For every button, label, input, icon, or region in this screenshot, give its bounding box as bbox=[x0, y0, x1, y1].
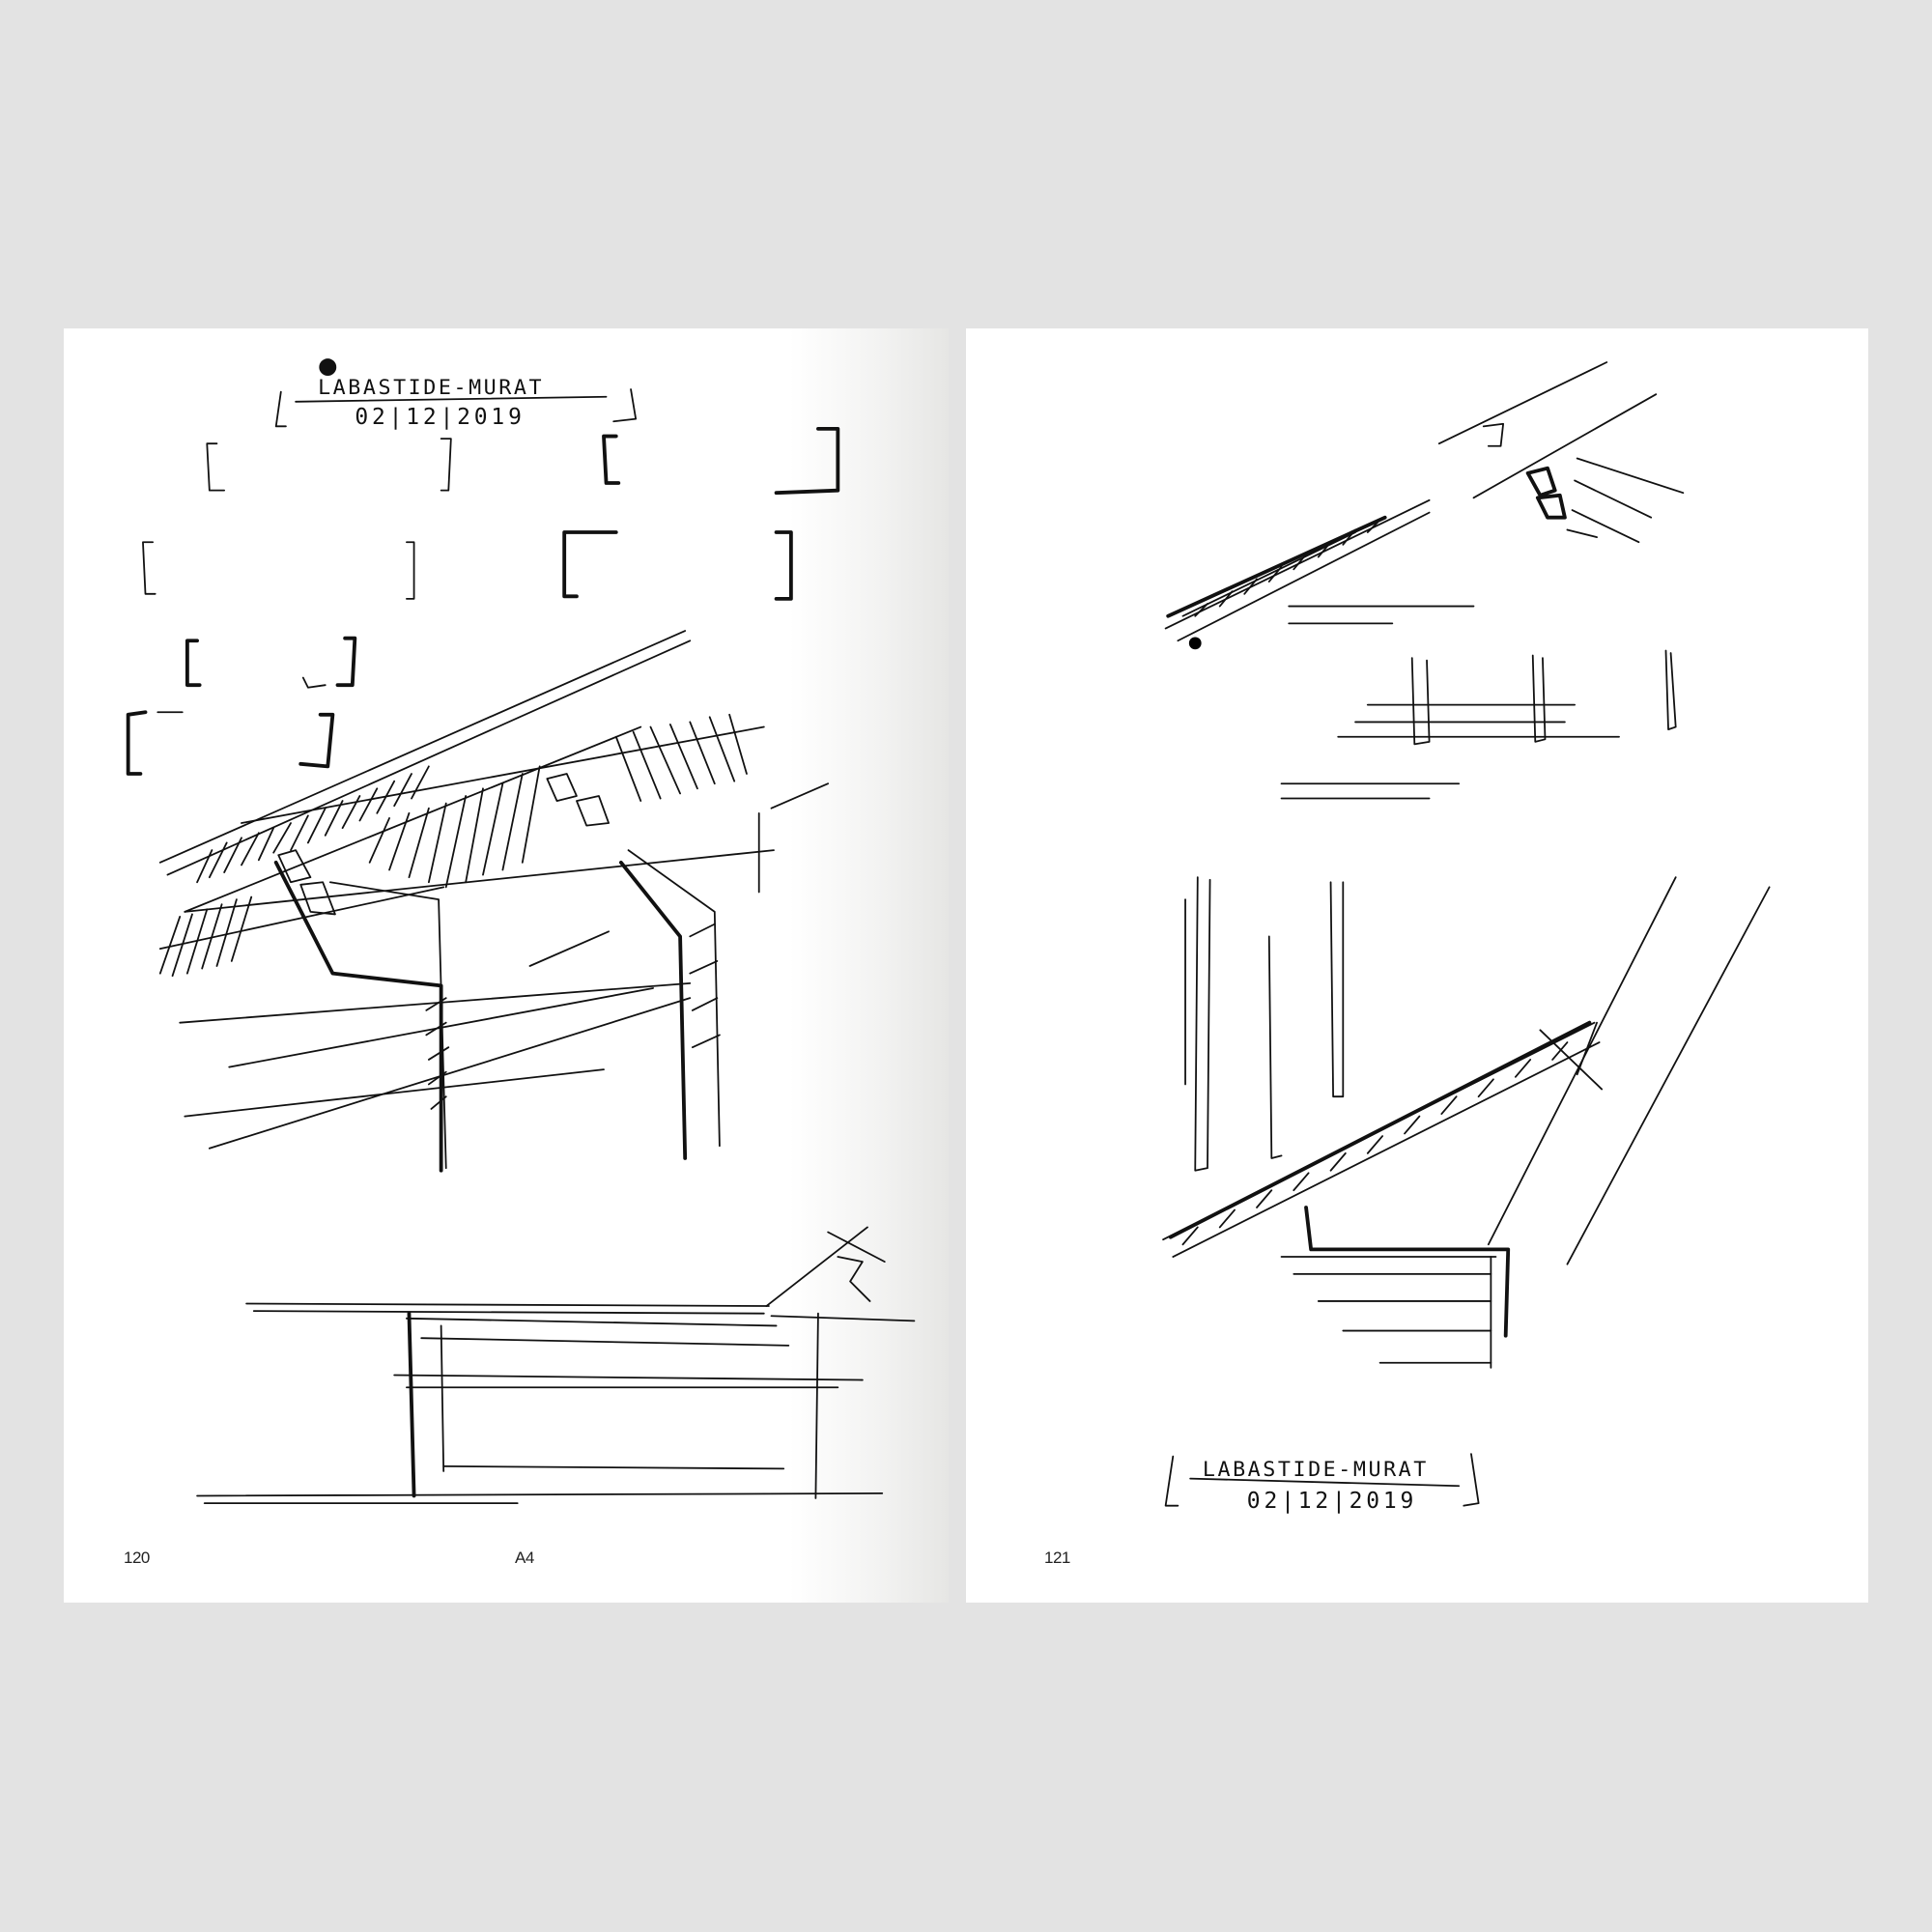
left-sketch-caption: LABASTIDE-MURAT 02|12|2019 bbox=[274, 358, 638, 430]
right-caption-place: LABASTIDE-MURAT bbox=[1203, 1458, 1429, 1482]
right-sketch-caption: LABASTIDE-MURAT 02|12|2019 bbox=[1164, 1453, 1480, 1514]
marker-dot bbox=[319, 358, 337, 377]
right-page-number: 121 bbox=[1044, 1548, 1070, 1567]
bracket-studies bbox=[126, 426, 840, 776]
left-caption-place: LABASTIDE-MURAT bbox=[318, 376, 544, 400]
right-page bbox=[966, 328, 1868, 1603]
section-label: A4 bbox=[515, 1548, 534, 1567]
section-marks-sketch bbox=[1280, 649, 1677, 800]
left-page-number: 120 bbox=[124, 1548, 150, 1567]
eave-section-sketch bbox=[1162, 876, 1771, 1369]
eave-perspective-sketch bbox=[158, 630, 830, 1173]
left-page bbox=[64, 328, 949, 1603]
rafter-detail-sketch bbox=[1164, 361, 1685, 650]
left-caption-date: 02|12|2019 bbox=[355, 405, 525, 430]
eave-elevation-sketch bbox=[196, 1226, 916, 1505]
right-caption-date: 02|12|2019 bbox=[1247, 1489, 1417, 1514]
